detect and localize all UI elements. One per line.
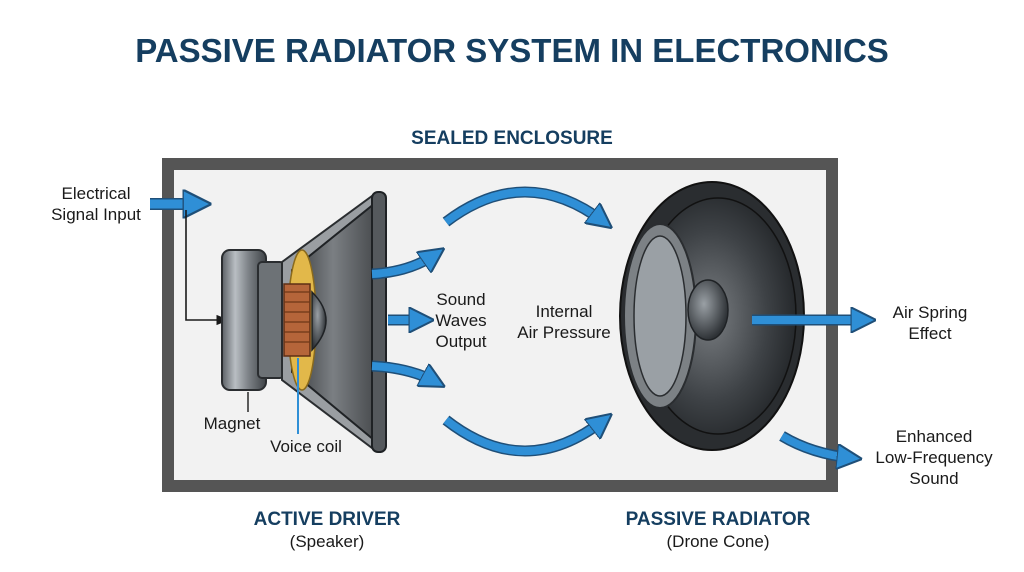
svg-text:Enhanced: Enhanced <box>896 427 973 446</box>
passive-radiator-cone <box>619 181 805 451</box>
air-spring-label: Air Spring Effect <box>893 303 968 343</box>
svg-text:Air Pressure: Air Pressure <box>517 323 611 342</box>
active-driver-speaker <box>221 191 387 453</box>
svg-text:Air Spring: Air Spring <box>893 303 968 322</box>
voice-coil-label: Voice coil <box>270 437 342 456</box>
voice-coil-shape <box>283 283 311 357</box>
passive-radiator-subtitle: (Drone Cone) <box>667 532 770 551</box>
sound-waves-label: Sound Waves Output <box>435 290 486 351</box>
svg-text:Internal: Internal <box>536 302 593 321</box>
page-title: PASSIVE RADIATOR SYSTEM IN ELECTRONICS <box>135 32 889 69</box>
internal-pressure-arrows <box>442 186 604 457</box>
enhanced-sound-label: Enhanced Low-Frequency Sound <box>875 427 993 488</box>
svg-text:Effect: Effect <box>908 324 951 343</box>
sound-wave-arrows <box>371 254 436 382</box>
svg-text:Waves: Waves <box>435 311 486 330</box>
passive-radiator-title: PASSIVE RADIATOR <box>626 509 811 530</box>
active-driver-title: ACTIVE DRIVER <box>254 509 401 530</box>
internal-pressure-label: Internal Air Pressure <box>517 302 611 342</box>
enhanced-sound-arrow <box>779 431 852 458</box>
signal-wire <box>185 210 230 326</box>
enclosure-label: SEALED ENCLOSURE <box>411 128 613 149</box>
active-driver-subtitle: (Speaker) <box>290 532 365 551</box>
electrical-input-label: Electrical Signal Input <box>51 184 141 224</box>
magnet-label: Magnet <box>204 414 261 433</box>
svg-text:Output: Output <box>435 332 486 351</box>
svg-text:Electrical: Electrical <box>62 184 131 203</box>
svg-text:Sound: Sound <box>436 290 485 309</box>
svg-text:Sound: Sound <box>909 469 958 488</box>
svg-text:Signal Input: Signal Input <box>51 205 141 224</box>
svg-text:Low-Frequency: Low-Frequency <box>875 448 993 467</box>
